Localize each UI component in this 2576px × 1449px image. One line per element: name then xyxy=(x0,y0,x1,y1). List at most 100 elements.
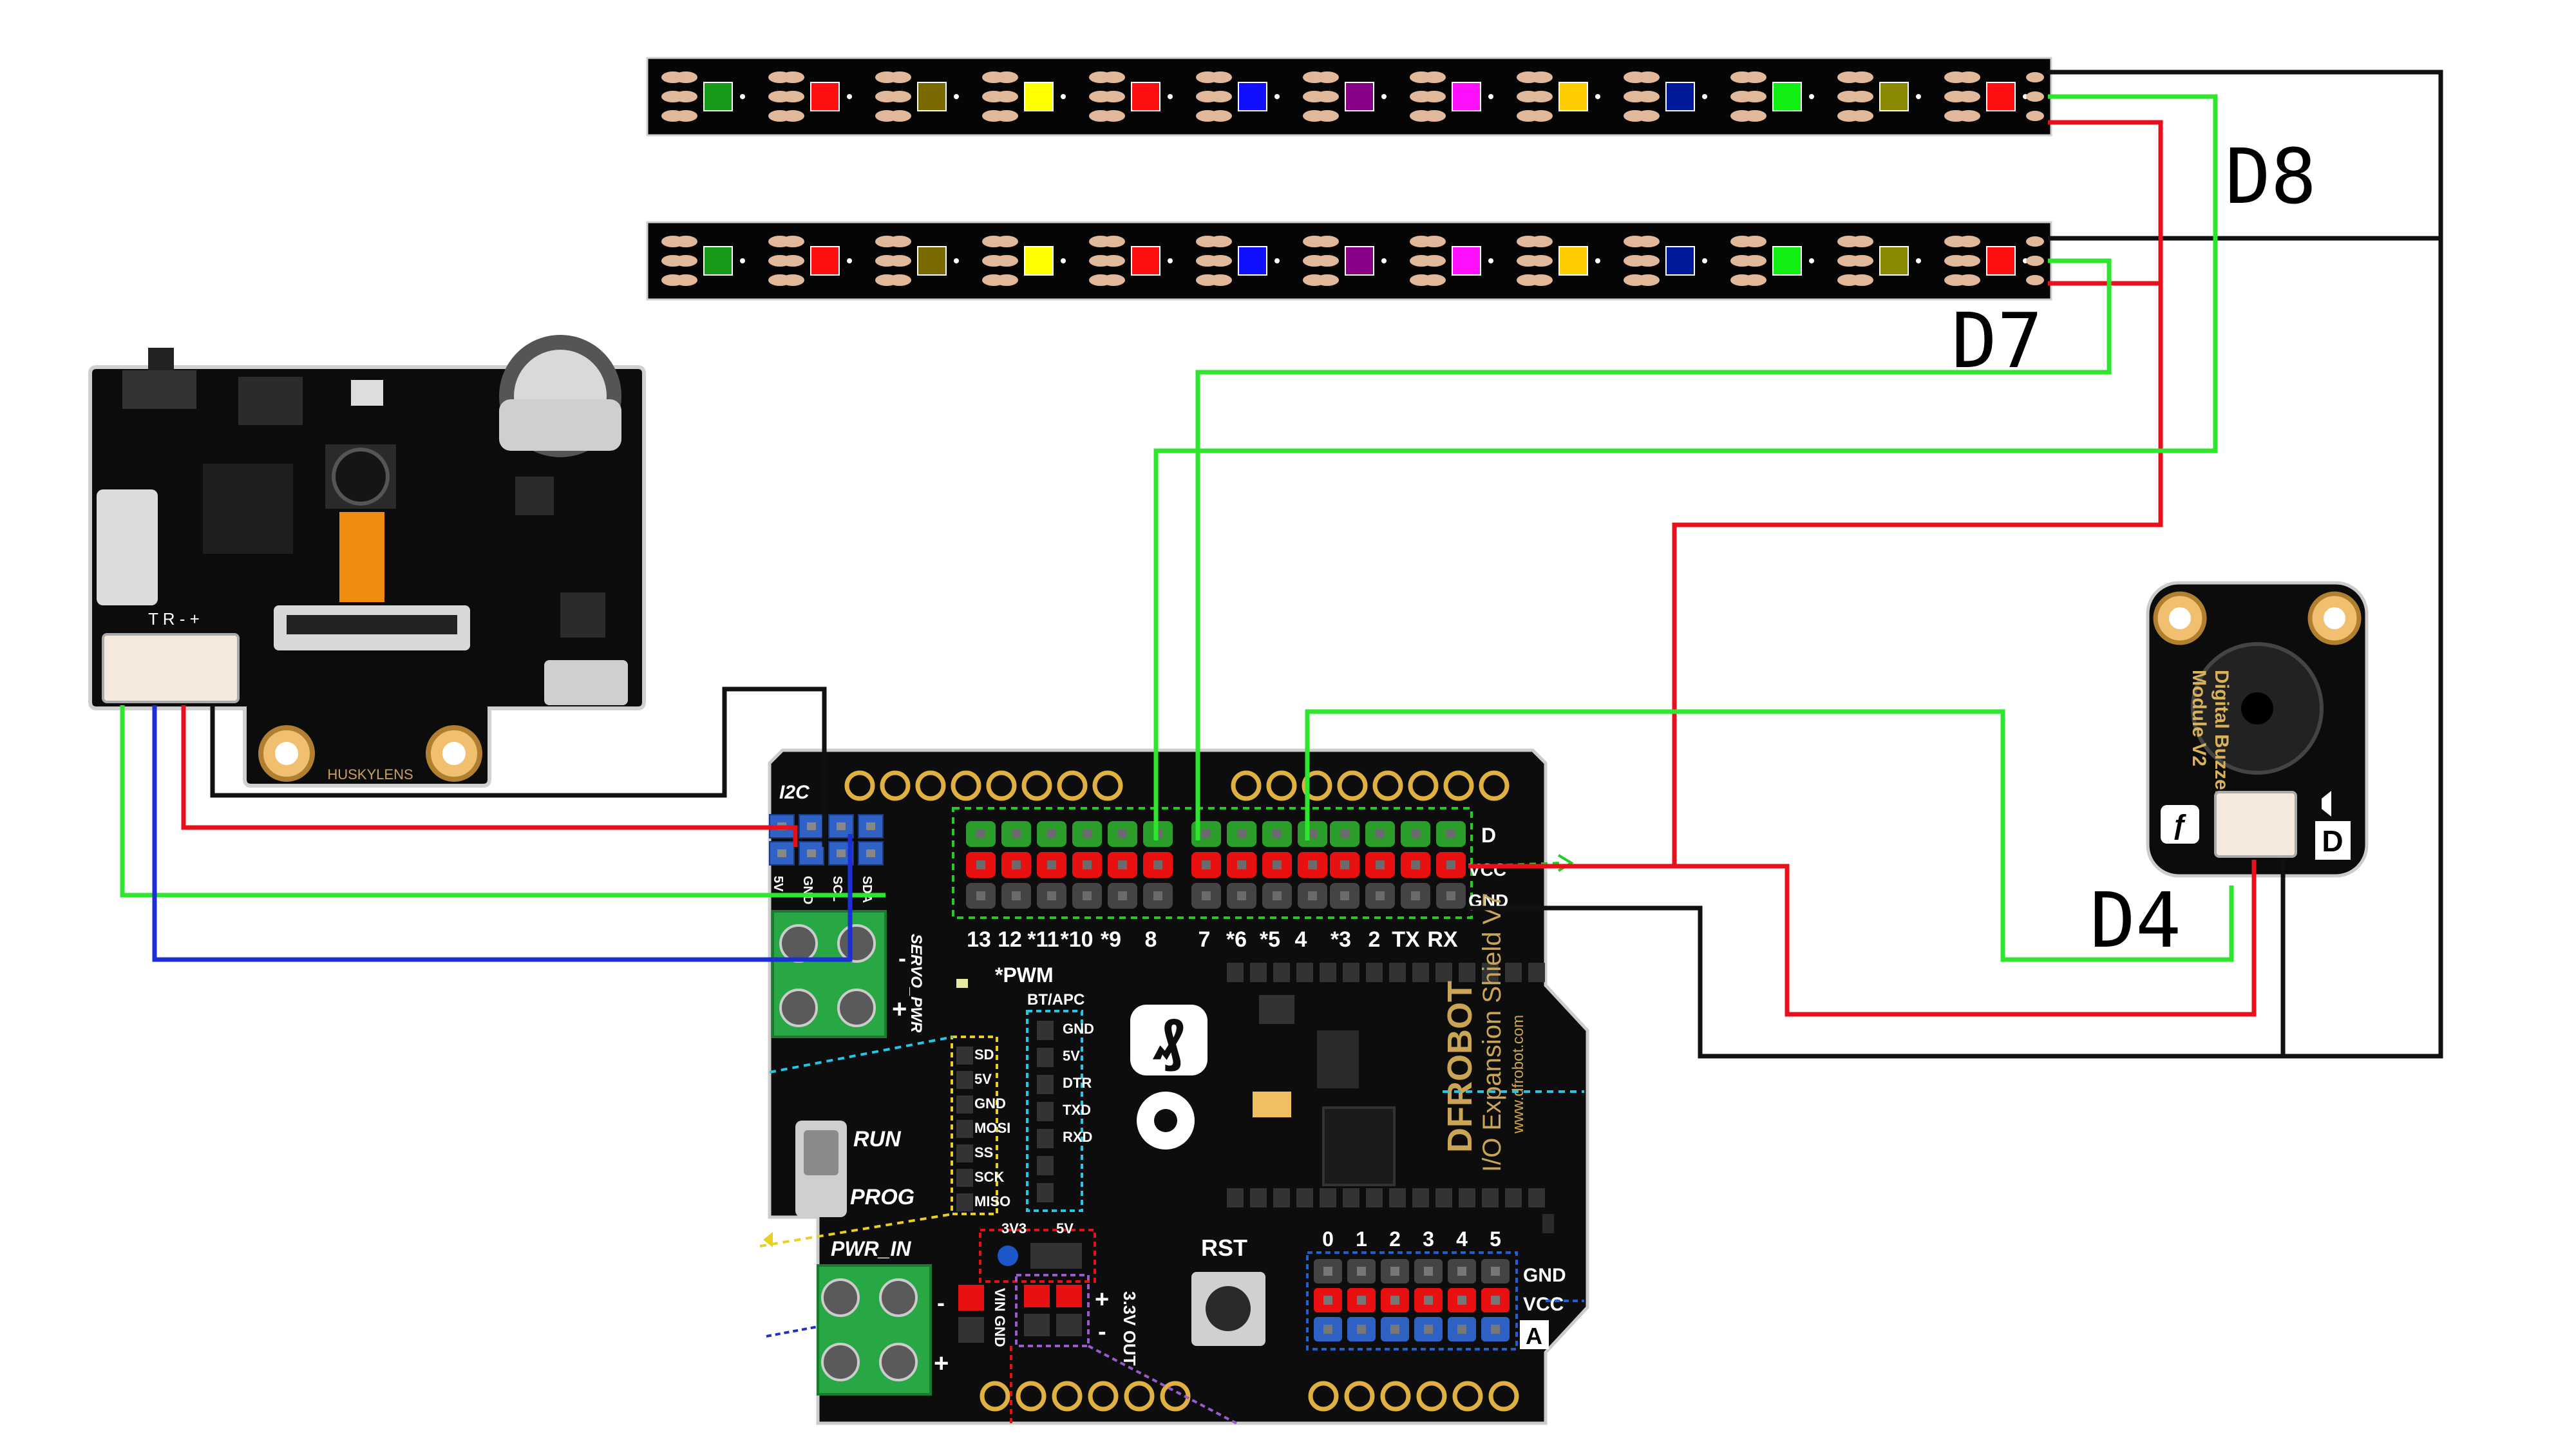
bt-pin-label: DTR xyxy=(1063,1075,1092,1091)
i2c-pin-label: GND xyxy=(800,876,815,904)
analog-pin-label: 2 xyxy=(1389,1227,1401,1251)
analog-gnd-label: GND xyxy=(1523,1265,1566,1286)
sd-pin-label: GND xyxy=(974,1095,1006,1112)
digital-pin-label: 2 xyxy=(1368,927,1381,952)
digital-pin-label: 12 xyxy=(998,927,1022,952)
row-vcc-label: VCC xyxy=(1468,860,1506,880)
bt-pin-label: RXD xyxy=(1063,1129,1092,1145)
label-d4: D4 xyxy=(2090,876,2181,965)
servo-pwr-label: SERVO_PWR xyxy=(907,934,925,1033)
led-strip-top xyxy=(646,57,2052,137)
prog-label: PROG xyxy=(850,1185,914,1209)
led-pixel xyxy=(1024,82,1054,111)
led-pixel xyxy=(703,246,733,276)
run-label: RUN xyxy=(853,1127,902,1151)
svg-text:ƒ: ƒ xyxy=(2172,809,2188,840)
led-pixel xyxy=(1558,246,1588,276)
led-strip-bottom xyxy=(646,221,2052,301)
label-d8: D8 xyxy=(2225,132,2316,221)
wire-red-buzzer-vcc xyxy=(1674,860,2257,1017)
wire-red-strip-vcc xyxy=(1468,120,2163,869)
wire-red-husky-vcc xyxy=(181,705,798,847)
led-pixel xyxy=(1452,82,1481,111)
i2c-pin-label: SDA xyxy=(860,876,874,903)
wire-green-d8 xyxy=(1153,94,2218,840)
i2c-pin-label: 5V xyxy=(771,876,785,892)
led-pixel xyxy=(1879,82,1909,111)
digital-pin-label: *5 xyxy=(1260,927,1280,952)
shield-model: I/O Expansion Shield V7 xyxy=(1478,893,1506,1172)
svg-text:-: - xyxy=(1098,1318,1106,1345)
rst-label[interactable]: RST xyxy=(1201,1235,1247,1261)
buzzer-title: Digital Buzzer xyxy=(2211,670,2232,798)
i2c-header xyxy=(769,814,884,866)
analog-pin-label: 3 xyxy=(1423,1227,1434,1251)
huskylens-board: T R - + HUSKYLENS xyxy=(88,335,646,788)
wire-blue-husky-rx xyxy=(152,705,853,962)
i2c-pin-label: SCL xyxy=(830,876,844,902)
led-pixel xyxy=(1238,246,1267,276)
led-pixel xyxy=(1131,246,1160,276)
wire-green-husky-tx xyxy=(120,705,886,898)
analog-pin-label: 4 xyxy=(1456,1227,1468,1251)
bt-apc-label: BT/APC xyxy=(1027,991,1084,1009)
svg-text:-: - xyxy=(898,945,906,971)
sd-pin-label: SS xyxy=(974,1144,993,1160)
sd-pin-label: SCK xyxy=(974,1169,1005,1185)
led-pixel xyxy=(1558,82,1588,111)
huskylens-pin-labels: T R - + xyxy=(148,609,200,629)
digital-pin-label: 8 xyxy=(1145,927,1157,952)
top-header-holes xyxy=(844,770,1510,801)
led-pixel xyxy=(1024,246,1054,276)
wire-black-husky-gnd xyxy=(210,687,827,847)
led-pixel xyxy=(1452,246,1481,276)
sd-pin-label: 5V xyxy=(974,1071,992,1087)
sd-pin-label: SD xyxy=(974,1046,994,1063)
led-pixel xyxy=(1879,246,1909,276)
v33-label: 3V3 xyxy=(1001,1220,1027,1236)
buzzer-module: Digital Buzzer Module V2 ƒ D xyxy=(2146,581,2369,878)
pwm-label: *PWM xyxy=(995,963,1054,987)
analog-pin-label: 5 xyxy=(1490,1227,1501,1251)
vin-gnd-label: VIN GND xyxy=(992,1288,1008,1347)
led-pixel xyxy=(1345,82,1374,111)
led-pixel xyxy=(1986,82,2016,111)
wires xyxy=(120,70,2443,1059)
wire-green-d4 xyxy=(1305,709,2234,962)
pwr-in-label: PWR_IN xyxy=(831,1237,911,1260)
led-pixel xyxy=(1131,82,1160,111)
analog-vcc-label: VCC xyxy=(1523,1294,1564,1315)
row-d-label: D xyxy=(1481,824,1496,847)
led-pixel xyxy=(703,82,733,111)
analog-header xyxy=(1314,1259,1510,1341)
svg-text:+: + xyxy=(934,1349,949,1378)
digital-pin-label: 4 xyxy=(1295,927,1307,952)
led-pixel xyxy=(1665,246,1695,276)
led-pixel xyxy=(810,82,840,111)
wire-black-strip-gnd xyxy=(1468,70,2443,1059)
buzzer-subtitle: Module V2 xyxy=(2188,670,2210,766)
digital-header xyxy=(966,821,1466,909)
svg-text:₰: ₰ xyxy=(1153,1008,1185,1072)
led-pixel xyxy=(810,246,840,276)
analog-a-label: A xyxy=(1526,1323,1542,1349)
led-pixel xyxy=(1665,82,1695,111)
shield-url: www.dfrobot.com xyxy=(1510,1015,1527,1134)
analog-pin-label: 0 xyxy=(1322,1227,1334,1251)
buzzer-type: D xyxy=(2322,824,2343,858)
svg-text:+: + xyxy=(892,995,907,1023)
sd-pin-label: MOSI xyxy=(974,1120,1010,1136)
bt-pin-label: GND xyxy=(1063,1021,1094,1037)
svg-text:-: - xyxy=(937,1289,945,1316)
led-pixel xyxy=(1986,246,2016,276)
digital-pin-label: *11 xyxy=(1027,927,1059,952)
led-pixel xyxy=(1772,246,1802,276)
huskylens-brand: HUSKYLENS xyxy=(327,766,413,782)
digital-pin-label: *10 xyxy=(1060,927,1093,952)
digital-pin-label: TX xyxy=(1392,927,1420,952)
led-pixel xyxy=(1238,82,1267,111)
